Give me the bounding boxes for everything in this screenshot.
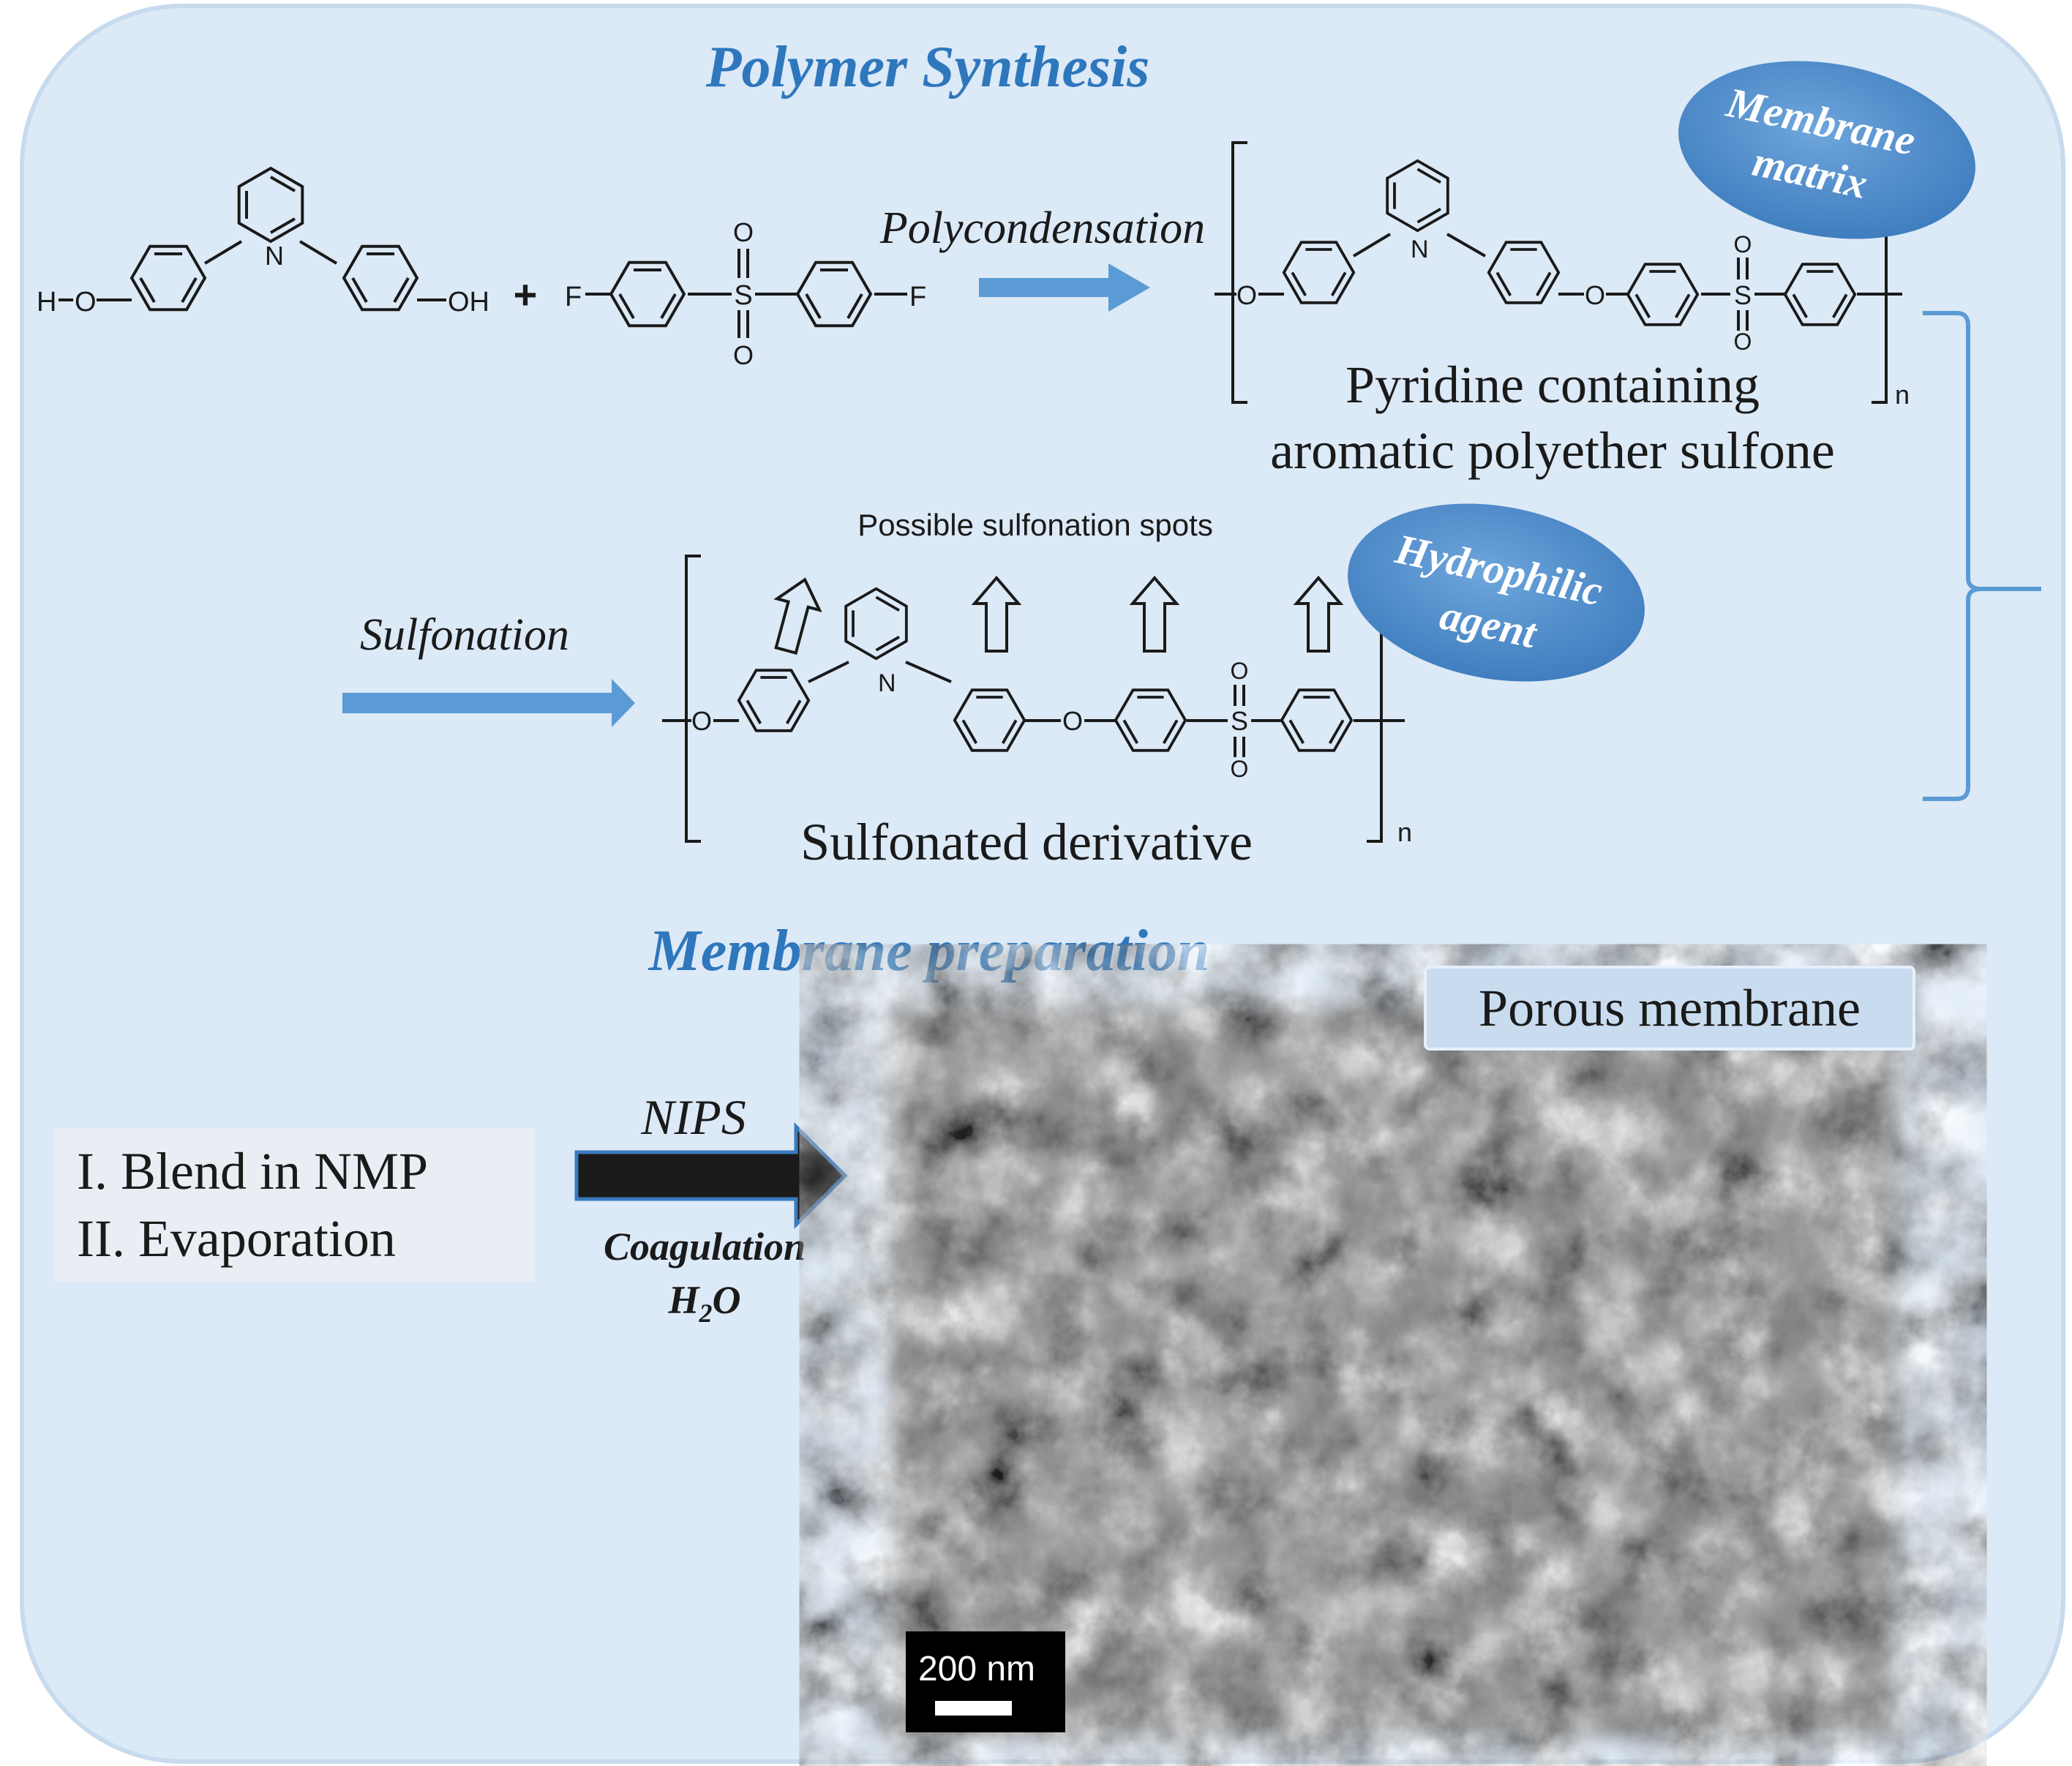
atom-f-right: F bbox=[909, 282, 926, 312]
monomer-difluoro-sulfone: F S O O F bbox=[565, 217, 926, 370]
water-subscript: 2 bbox=[699, 1299, 713, 1328]
derivative-repeat-n: n bbox=[1397, 817, 1412, 847]
plus-sign: + bbox=[514, 271, 538, 317]
spot-arrow-1 bbox=[773, 577, 822, 655]
polymer-atom-n: N bbox=[1411, 236, 1429, 263]
atom-o-top: O bbox=[733, 217, 754, 247]
porous-membrane-label-box: Porous membrane bbox=[1424, 966, 1915, 1051]
derivative-atom-o-start: O bbox=[691, 706, 712, 736]
polymer-atom-o-top: O bbox=[1734, 231, 1752, 258]
derivative-name: Sulfonated derivative bbox=[800, 813, 1253, 871]
polycondensation-arrow bbox=[979, 263, 1150, 312]
atom-n: N bbox=[265, 241, 284, 271]
derivative-atom-n: N bbox=[878, 669, 896, 697]
preparation-title: Membrane preparation bbox=[648, 919, 1210, 983]
atom-o-bottom: O bbox=[733, 340, 754, 370]
monomer-bisphenol-pyridine: H O N OH bbox=[37, 167, 489, 317]
sulfonation-label: Sulfonation bbox=[360, 610, 569, 660]
nips-label: NIPS bbox=[640, 1089, 746, 1145]
polymer-atom-o-mid: O bbox=[1585, 280, 1605, 310]
polymer-repeat-n: n bbox=[1895, 380, 1910, 410]
spot-arrow-3 bbox=[1129, 575, 1180, 653]
polymer-repeat-unit: O N O S O O n bbox=[1215, 141, 1910, 410]
right-brace bbox=[1923, 311, 2041, 801]
atom-oh: OH bbox=[448, 287, 489, 317]
water-o: O bbox=[713, 1278, 741, 1322]
atom-s: S bbox=[734, 280, 752, 311]
scale-bar: 200 nm bbox=[906, 1631, 1065, 1732]
derivative-atom-s: S bbox=[1231, 706, 1248, 736]
atom-o: O bbox=[75, 287, 97, 317]
atom-f-left: F bbox=[565, 282, 582, 312]
derivative-atom-o-top: O bbox=[1231, 658, 1249, 684]
step-2: II. Evaporation bbox=[77, 1209, 396, 1268]
spot-arrow-2 bbox=[971, 575, 1022, 653]
water-label: H2O bbox=[667, 1278, 740, 1328]
hydrophilic-agent-bubble: Hydrophilic agent bbox=[1348, 503, 1645, 682]
atom-h: H bbox=[37, 287, 56, 317]
polymer-atom-o-bottom: O bbox=[1734, 328, 1752, 355]
steps-box bbox=[55, 1128, 534, 1282]
water-h: H bbox=[667, 1278, 700, 1322]
scale-bar-label: 200 nm bbox=[918, 1650, 1035, 1688]
derivative-atom-o-bottom: O bbox=[1231, 756, 1249, 782]
polycondensation-label: Polycondensation bbox=[879, 203, 1205, 253]
step-1: I. Blend in NMP bbox=[77, 1142, 428, 1200]
coagulation-label: Coagulation bbox=[604, 1225, 806, 1269]
sulfonation-arrow bbox=[342, 679, 635, 727]
derivative-atom-o-mid: O bbox=[1062, 706, 1083, 736]
membrane-matrix-bubble: Membrane matrix bbox=[1678, 61, 1975, 239]
sem-image bbox=[889, 1006, 1897, 1737]
polymer-name-line1: Pyridine containing bbox=[1345, 356, 1760, 414]
sulfonation-spots-label: Possible sulfonation spots bbox=[857, 508, 1213, 542]
porous-membrane-label: Porous membrane bbox=[1479, 979, 1861, 1037]
polymer-atom-s: S bbox=[1734, 280, 1752, 310]
polymer-name-line2: aromatic polyether sulfone bbox=[1270, 421, 1835, 480]
nips-arrow bbox=[574, 1121, 848, 1230]
spot-arrow-4 bbox=[1293, 575, 1344, 653]
polymer-atom-o-start: O bbox=[1236, 280, 1257, 310]
synthesis-title: Polymer Synthesis bbox=[705, 35, 1150, 99]
sulfonation-spot-arrows bbox=[773, 575, 1344, 655]
